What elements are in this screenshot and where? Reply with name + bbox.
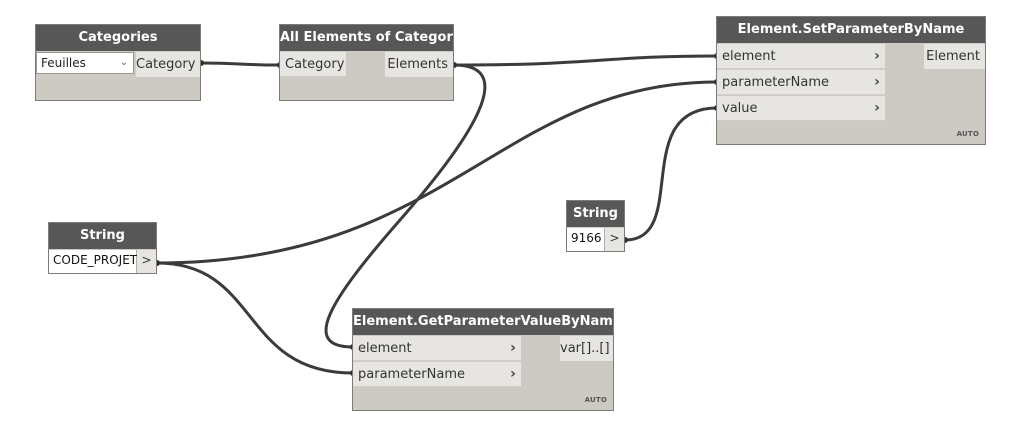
lacing-indicator: AUTO: [584, 396, 607, 404]
string-9166-node[interactable]: String 9166 >: [566, 200, 625, 252]
input-port-element[interactable]: element ›: [353, 336, 521, 361]
port-label: Elements: [387, 57, 448, 72]
string-code-projet-node[interactable]: String CODE_PROJET >: [48, 222, 157, 274]
string-input[interactable]: 9166: [567, 228, 605, 251]
chevron-right-icon: ›: [510, 366, 516, 382]
chevron-right-icon: ›: [510, 340, 516, 356]
connector-code-to-set[interactable]: [156, 80, 718, 265]
all-elements-node[interactable]: All Elements of Category Category Elemen…: [279, 24, 454, 101]
connector-code-to-get[interactable]: [156, 261, 354, 375]
connector-elements-to-get[interactable]: [324, 63, 487, 349]
get-parameter-node[interactable]: Element.GetParameterValueByName element …: [352, 308, 614, 411]
input-port-category[interactable]: Category: [280, 52, 346, 77]
connector-9166-to-set[interactable]: [624, 106, 718, 242]
input-port-value[interactable]: value ›: [717, 96, 885, 121]
port-label: Category: [136, 57, 196, 72]
category-dropdown[interactable]: Feuilles ⌄: [36, 52, 134, 74]
input-port-parametername[interactable]: parameterName ›: [353, 362, 521, 387]
port-label: value: [722, 101, 758, 116]
output-port-value[interactable]: var[]..[]: [560, 336, 613, 361]
output-port-string[interactable]: >: [137, 250, 156, 273]
string-input[interactable]: CODE_PROJET: [49, 250, 137, 273]
set-parameter-node[interactable]: Element.SetParameterByName element › par…: [716, 16, 986, 145]
categories-node[interactable]: Categories Feuilles ⌄ Category: [35, 24, 201, 101]
output-port-elements[interactable]: Elements: [385, 52, 453, 77]
node-title[interactable]: Element.GetParameterValueByName: [353, 309, 613, 335]
dropdown-value: Feuilles: [41, 56, 86, 70]
port-label: var[]..[]: [560, 341, 610, 356]
connector-category[interactable]: [200, 61, 281, 67]
node-title[interactable]: Categories: [36, 25, 200, 51]
input-port-element[interactable]: element ›: [717, 44, 885, 69]
node-title[interactable]: Element.SetParameterByName: [717, 17, 985, 43]
chevron-right-icon: ›: [874, 100, 880, 116]
chevron-down-icon: ⌄: [119, 57, 128, 68]
chevron-right-icon: ›: [874, 48, 880, 64]
node-title[interactable]: All Elements of Category: [280, 25, 453, 51]
output-port-category[interactable]: Category: [136, 52, 200, 77]
output-port-string[interactable]: >: [605, 228, 624, 251]
port-label: Category: [285, 57, 345, 72]
port-label: element: [722, 49, 776, 64]
node-title[interactable]: String: [49, 223, 156, 249]
port-label: parameterName: [358, 367, 465, 382]
input-port-parametername[interactable]: parameterName ›: [717, 70, 885, 95]
output-port-element[interactable]: Element: [924, 44, 985, 69]
port-label: parameterName: [722, 75, 829, 90]
connector-elements-to-set[interactable]: [453, 54, 718, 67]
chevron-right-icon: ›: [874, 74, 880, 90]
lacing-indicator: AUTO: [956, 130, 979, 138]
port-label: Element: [926, 49, 980, 64]
port-label: element: [358, 341, 412, 356]
node-title[interactable]: String: [567, 201, 624, 227]
